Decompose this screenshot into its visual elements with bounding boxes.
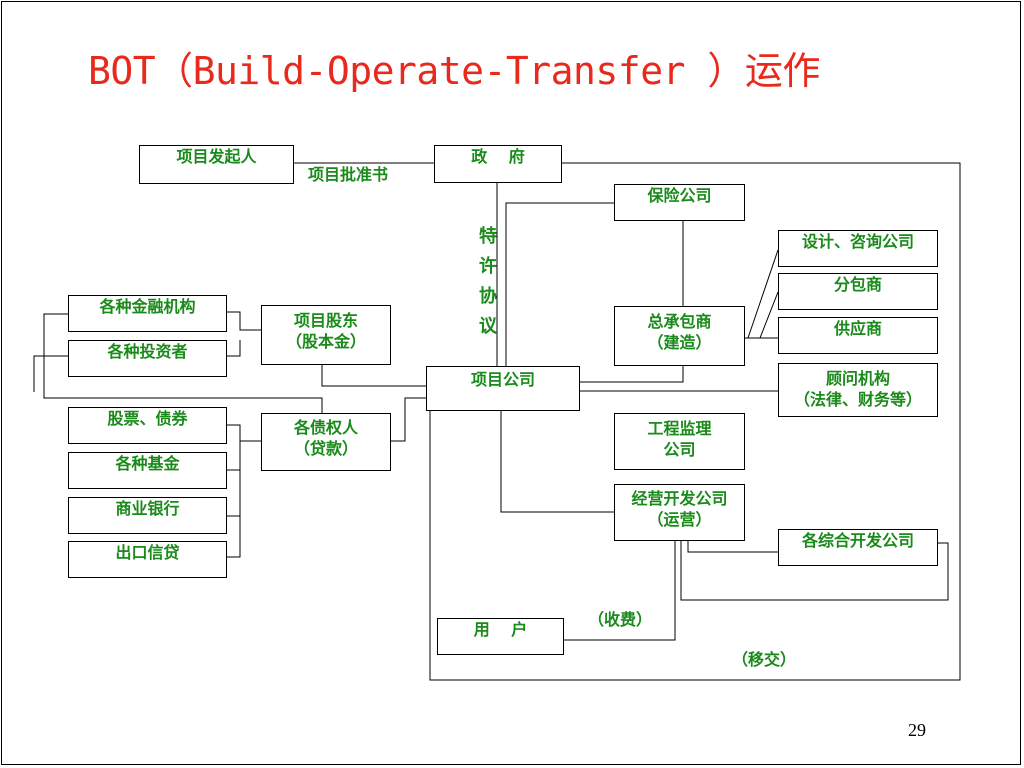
node-export-credit: 出口信贷 [68,541,227,578]
node-stocks-bonds: 股票、债券 [68,407,227,444]
node-investors: 各种投资者 [68,340,227,377]
node-sponsor: 项目发起人 [139,145,294,184]
node-design: 设计、咨询公司 [778,230,938,267]
node-general-contractor: 总承包商 （建造） [614,306,745,366]
node-financial-institutions: 各种金融机构 [68,295,227,332]
node-project-company: 项目公司 [426,366,580,411]
node-consultant: 顾问机构 （法律、财务等） [778,363,938,417]
node-subcontractor: 分包商 [778,273,938,310]
slide-title: BOT（Build-Operate-Transfer ）运作 [88,49,820,93]
node-creditors: 各债权人 （贷款） [261,413,391,471]
label-concession: 特 许 协 议 [477,222,499,342]
node-government: 政 府 [434,145,562,183]
page-number: 29 [908,720,926,740]
node-comprehensive-dev: 各综合开发公司 [778,529,938,566]
node-insurance: 保险公司 [614,184,745,221]
concession-char-3: 协 [479,286,497,307]
label-fees: （收费） [588,610,653,629]
concession-char-4: 议 [479,316,497,337]
node-users: 用 户 [437,618,564,655]
concession-char-2: 许 [479,256,497,277]
node-commercial-banks: 商业银行 [68,497,227,534]
node-supervision: 工程监理 公司 [614,413,745,470]
concession-char-1: 特 [479,226,497,247]
node-shareholders: 项目股东 （股本金） [261,305,391,365]
node-supplier: 供应商 [778,317,938,354]
label-approval: 项目批准书 [308,165,389,184]
node-funds: 各种基金 [68,452,227,489]
node-operator: 经营开发公司 （运营） [614,484,745,541]
label-transfer: （移交） [732,650,797,669]
